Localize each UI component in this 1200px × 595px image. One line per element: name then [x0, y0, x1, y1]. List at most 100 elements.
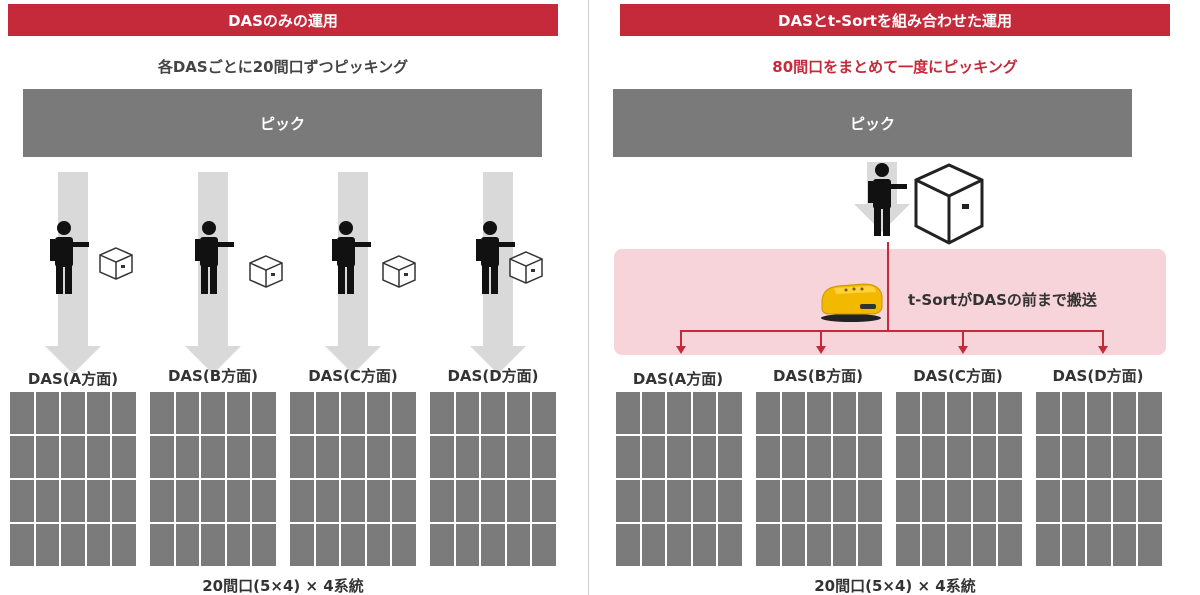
box-icon	[99, 247, 133, 280]
das-slot	[858, 392, 882, 434]
das-slot	[667, 436, 691, 478]
das-slot	[61, 524, 85, 566]
das-slot	[532, 524, 556, 566]
das-slot	[998, 480, 1022, 522]
right-pick-bar: ピック	[613, 89, 1132, 157]
das-slot	[972, 480, 997, 522]
das-slot	[201, 436, 225, 478]
flow-arrow-head	[45, 346, 101, 374]
das-slot	[921, 480, 946, 522]
t-sort-drop-arrow	[958, 346, 968, 354]
das-slot	[61, 392, 85, 434]
das-label: DAS(B方面)	[167, 367, 258, 385]
das-grid-b	[754, 390, 884, 568]
das-slot	[430, 436, 454, 478]
das-slot	[112, 392, 136, 434]
das-slot	[1138, 480, 1162, 522]
das-slot	[455, 392, 480, 434]
person-icon	[195, 221, 234, 294]
das-slot	[366, 480, 391, 522]
flow-arrow-head	[470, 346, 526, 374]
das-grid-d	[428, 390, 558, 568]
das-slot	[392, 392, 416, 434]
das-slot	[392, 480, 416, 522]
das-label: DAS(D方面)	[447, 367, 539, 385]
das-grid-a	[614, 390, 744, 568]
das-slot	[290, 480, 314, 522]
das-slot	[1036, 436, 1060, 478]
das-slot	[781, 392, 806, 434]
das-slot	[61, 480, 85, 522]
das-slot	[290, 524, 314, 566]
das-slot	[175, 524, 200, 566]
das-slot	[226, 524, 251, 566]
das-slot	[1087, 436, 1111, 478]
das-grid-a	[8, 390, 138, 568]
right-header: DASとt-Sortを組み合わせた運用	[620, 4, 1170, 36]
das-slot	[781, 436, 806, 478]
das-slot	[481, 524, 505, 566]
das-slot	[781, 524, 806, 566]
das-slot	[150, 392, 174, 434]
box-icon	[382, 255, 416, 288]
das-grid-b	[148, 390, 278, 568]
left-footer: 20間口(5×4) × 4系統	[202, 577, 364, 595]
t-sort-drop-arrow	[1098, 346, 1108, 354]
das-slot	[692, 524, 717, 566]
das-slot	[175, 480, 200, 522]
das-slot	[481, 436, 505, 478]
das-slot	[86, 524, 111, 566]
das-slot	[692, 392, 717, 434]
das-slot	[858, 480, 882, 522]
das-slot	[290, 436, 314, 478]
das-slot	[641, 436, 666, 478]
das-slot	[341, 524, 365, 566]
das-slot	[252, 392, 276, 434]
das-slot	[226, 392, 251, 434]
das-slot	[896, 524, 920, 566]
das-slot	[315, 392, 340, 434]
das-slot	[1036, 524, 1060, 566]
das-slot	[616, 524, 640, 566]
right-footer: 20間口(5×4) × 4系統	[814, 577, 976, 595]
t-sort-robot-icon	[821, 283, 883, 322]
das-slot	[896, 436, 920, 478]
box-icon	[249, 255, 283, 288]
das-slot	[175, 436, 200, 478]
das-label: DAS(D方面)	[1052, 367, 1144, 385]
das-slot	[201, 480, 225, 522]
das-grid-d	[1034, 390, 1164, 568]
t-sort-drop	[680, 330, 682, 348]
t-sort-route-horizontal	[680, 330, 1104, 332]
das-slot	[506, 392, 531, 434]
das-slot	[998, 436, 1022, 478]
t-sort-description: t-SortがDASの前まで搬送	[908, 291, 1097, 309]
das-slot	[832, 480, 857, 522]
das-slot	[947, 392, 971, 434]
das-slot	[667, 392, 691, 434]
das-slot	[10, 480, 34, 522]
das-slot	[455, 480, 480, 522]
das-slot	[481, 392, 505, 434]
das-slot	[1138, 392, 1162, 434]
das-label: DAS(B方面)	[772, 367, 863, 385]
das-slot	[756, 480, 780, 522]
das-slot	[616, 480, 640, 522]
das-grid-c	[288, 390, 418, 568]
das-slot	[455, 524, 480, 566]
das-slot	[807, 480, 831, 522]
das-slot	[366, 436, 391, 478]
das-slot	[201, 392, 225, 434]
das-slot	[921, 524, 946, 566]
das-slot	[1087, 392, 1111, 434]
large-box-icon	[914, 163, 984, 245]
das-slot	[972, 524, 997, 566]
das-slot	[896, 480, 920, 522]
t-sort-drop	[1102, 330, 1104, 348]
das-label: DAS(C方面)	[308, 367, 398, 385]
das-slot	[10, 524, 34, 566]
das-slot	[832, 392, 857, 434]
das-slot	[315, 524, 340, 566]
das-slot	[112, 436, 136, 478]
das-slot	[807, 392, 831, 434]
